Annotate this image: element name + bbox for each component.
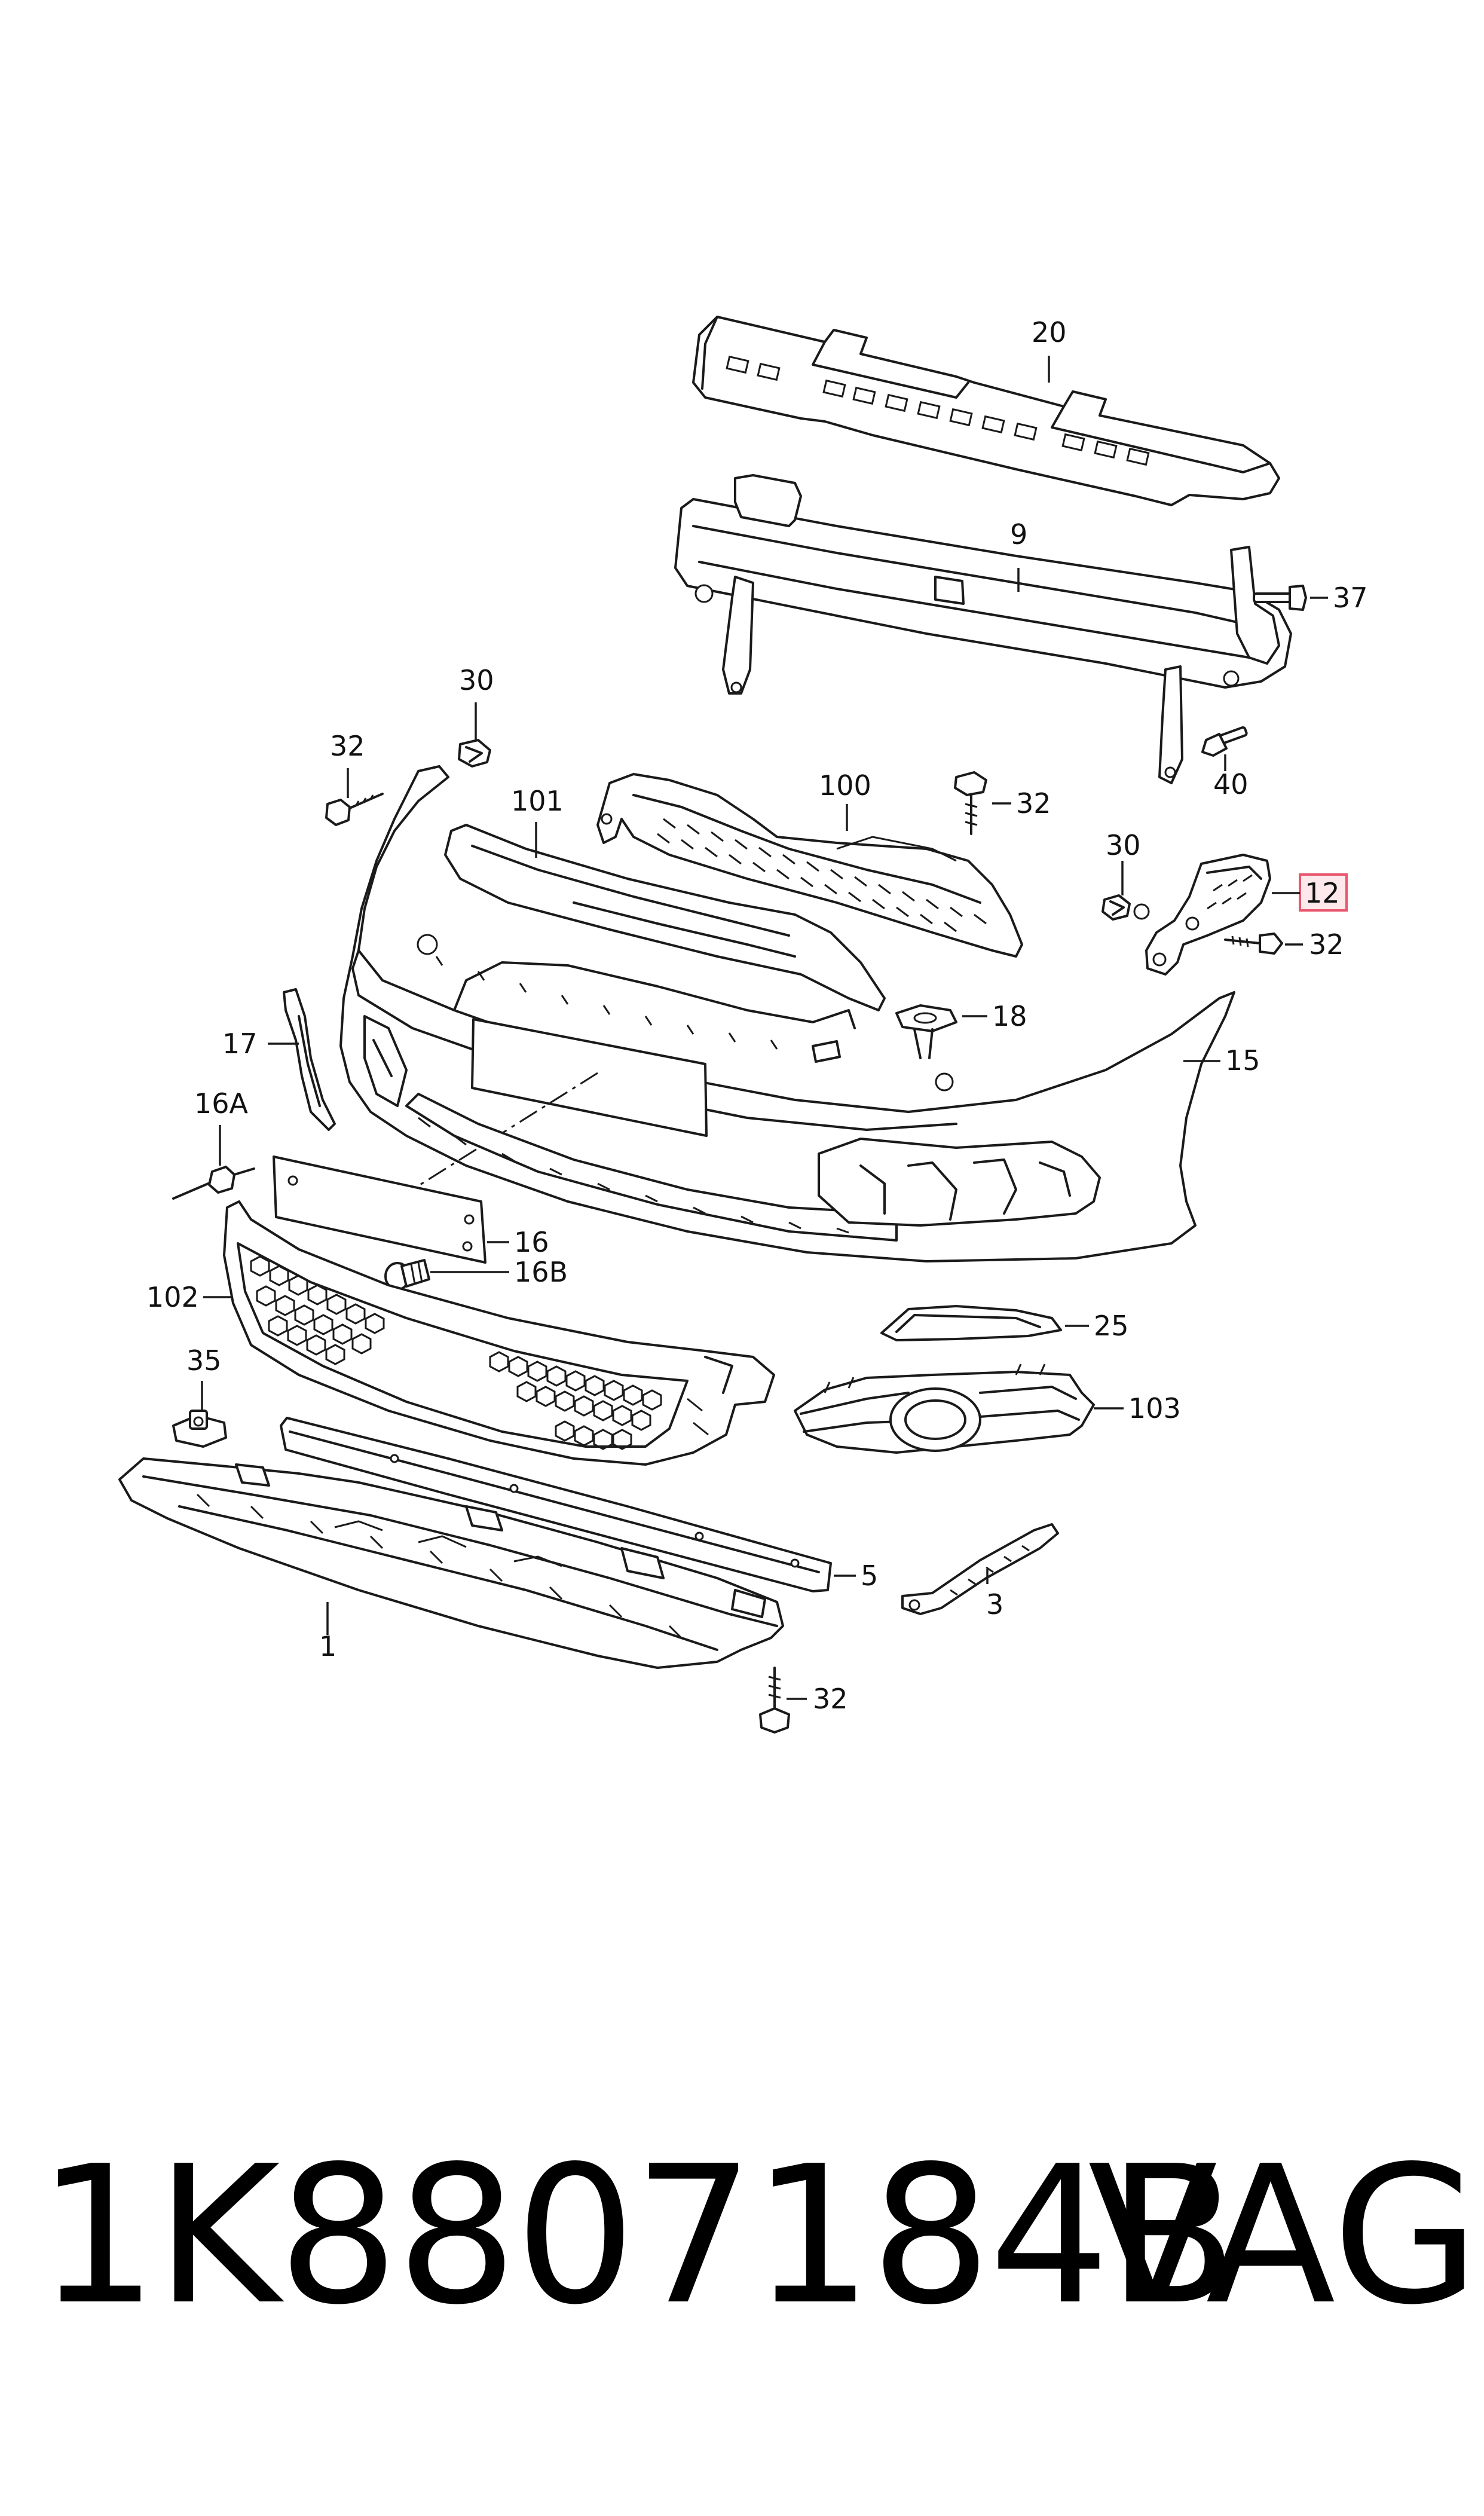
callout-35: 35: [186, 1344, 222, 1377]
callout-40: 40: [1213, 768, 1249, 800]
callout-32-right: 32: [1309, 928, 1344, 961]
clip-nut-part-35: [172, 1410, 227, 1448]
screw-part-32-top-middle: [954, 771, 987, 835]
callout-30-right: 30: [1106, 829, 1141, 861]
screw-part-32-right: [1224, 933, 1283, 955]
clip-part-30-left: [458, 739, 491, 768]
callout-100: 100: [819, 769, 871, 802]
callout-1: 1: [319, 1630, 336, 1662]
upper-grille-part-100: [596, 773, 1023, 958]
bolt-part-37: [1253, 585, 1307, 611]
callout-16A: 16A: [194, 1087, 249, 1120]
callout-18: 18: [992, 1000, 1027, 1032]
callout-101: 101: [511, 785, 564, 817]
expansion-nut-part-16B: [384, 1259, 430, 1291]
side-guide-part-17: [283, 988, 336, 1131]
clip-part-30-right: [1101, 894, 1150, 921]
impact-absorber-part-20: [692, 316, 1280, 506]
screw-part-32-bottom: [759, 1667, 790, 1734]
brand-name: VAG: [1088, 2125, 1480, 2346]
mounting-bracket-part-12: [1145, 854, 1271, 976]
screw-part-32-top-left: [325, 793, 384, 826]
underbody-shield-part-1: [118, 1457, 784, 1669]
grille-trim-part-101: [444, 824, 886, 1011]
absorber-windows: [726, 355, 1150, 466]
bolt-part-40: [1201, 726, 1248, 757]
rivet-part-16A: [172, 1166, 255, 1200]
callout-9: 9: [1010, 518, 1027, 551]
callout-25: 25: [1094, 1310, 1129, 1342]
callout-17: 17: [222, 1028, 258, 1060]
license-plate-bracket-part-16: [273, 1155, 486, 1264]
callout-32-bottom: 32: [813, 1683, 848, 1715]
callout-32-top-left: 32: [330, 730, 365, 762]
callout-16: 16: [514, 1226, 549, 1258]
side-bracket-part-3: [901, 1523, 1059, 1615]
fog-light-grille-part-103: [794, 1364, 1095, 1454]
callout-12: 12: [1305, 877, 1340, 909]
bumper-cover-part-15: [339, 765, 1235, 1262]
callout-16B: 16B: [514, 1256, 568, 1288]
callout-15: 15: [1225, 1044, 1260, 1077]
lower-grille-part-102: [223, 1200, 775, 1466]
callout-102: 102: [146, 1281, 199, 1313]
callout-5: 5: [861, 1560, 878, 1592]
callout-37: 37: [1333, 582, 1368, 614]
callout-30-left: 30: [459, 664, 494, 696]
trim-strip-part-25: [880, 1305, 1062, 1341]
bumper-carrier-part-9: [674, 474, 1292, 784]
callout-3: 3: [986, 1588, 1003, 1621]
cap-part-18: [895, 1004, 957, 1059]
spoiler-strip-part-5: [280, 1417, 832, 1592]
part-number: 1K8807184B: [37, 2125, 1238, 2346]
callout-32-top-middle: 32: [1016, 787, 1051, 820]
callout-20: 20: [1032, 316, 1067, 348]
highlight-box-12: [1299, 873, 1348, 912]
callout-103: 103: [1128, 1392, 1181, 1424]
honeycomb-cells: [250, 1255, 662, 1450]
footer: 1K8807184B VAG: [0, 2128, 1484, 2343]
